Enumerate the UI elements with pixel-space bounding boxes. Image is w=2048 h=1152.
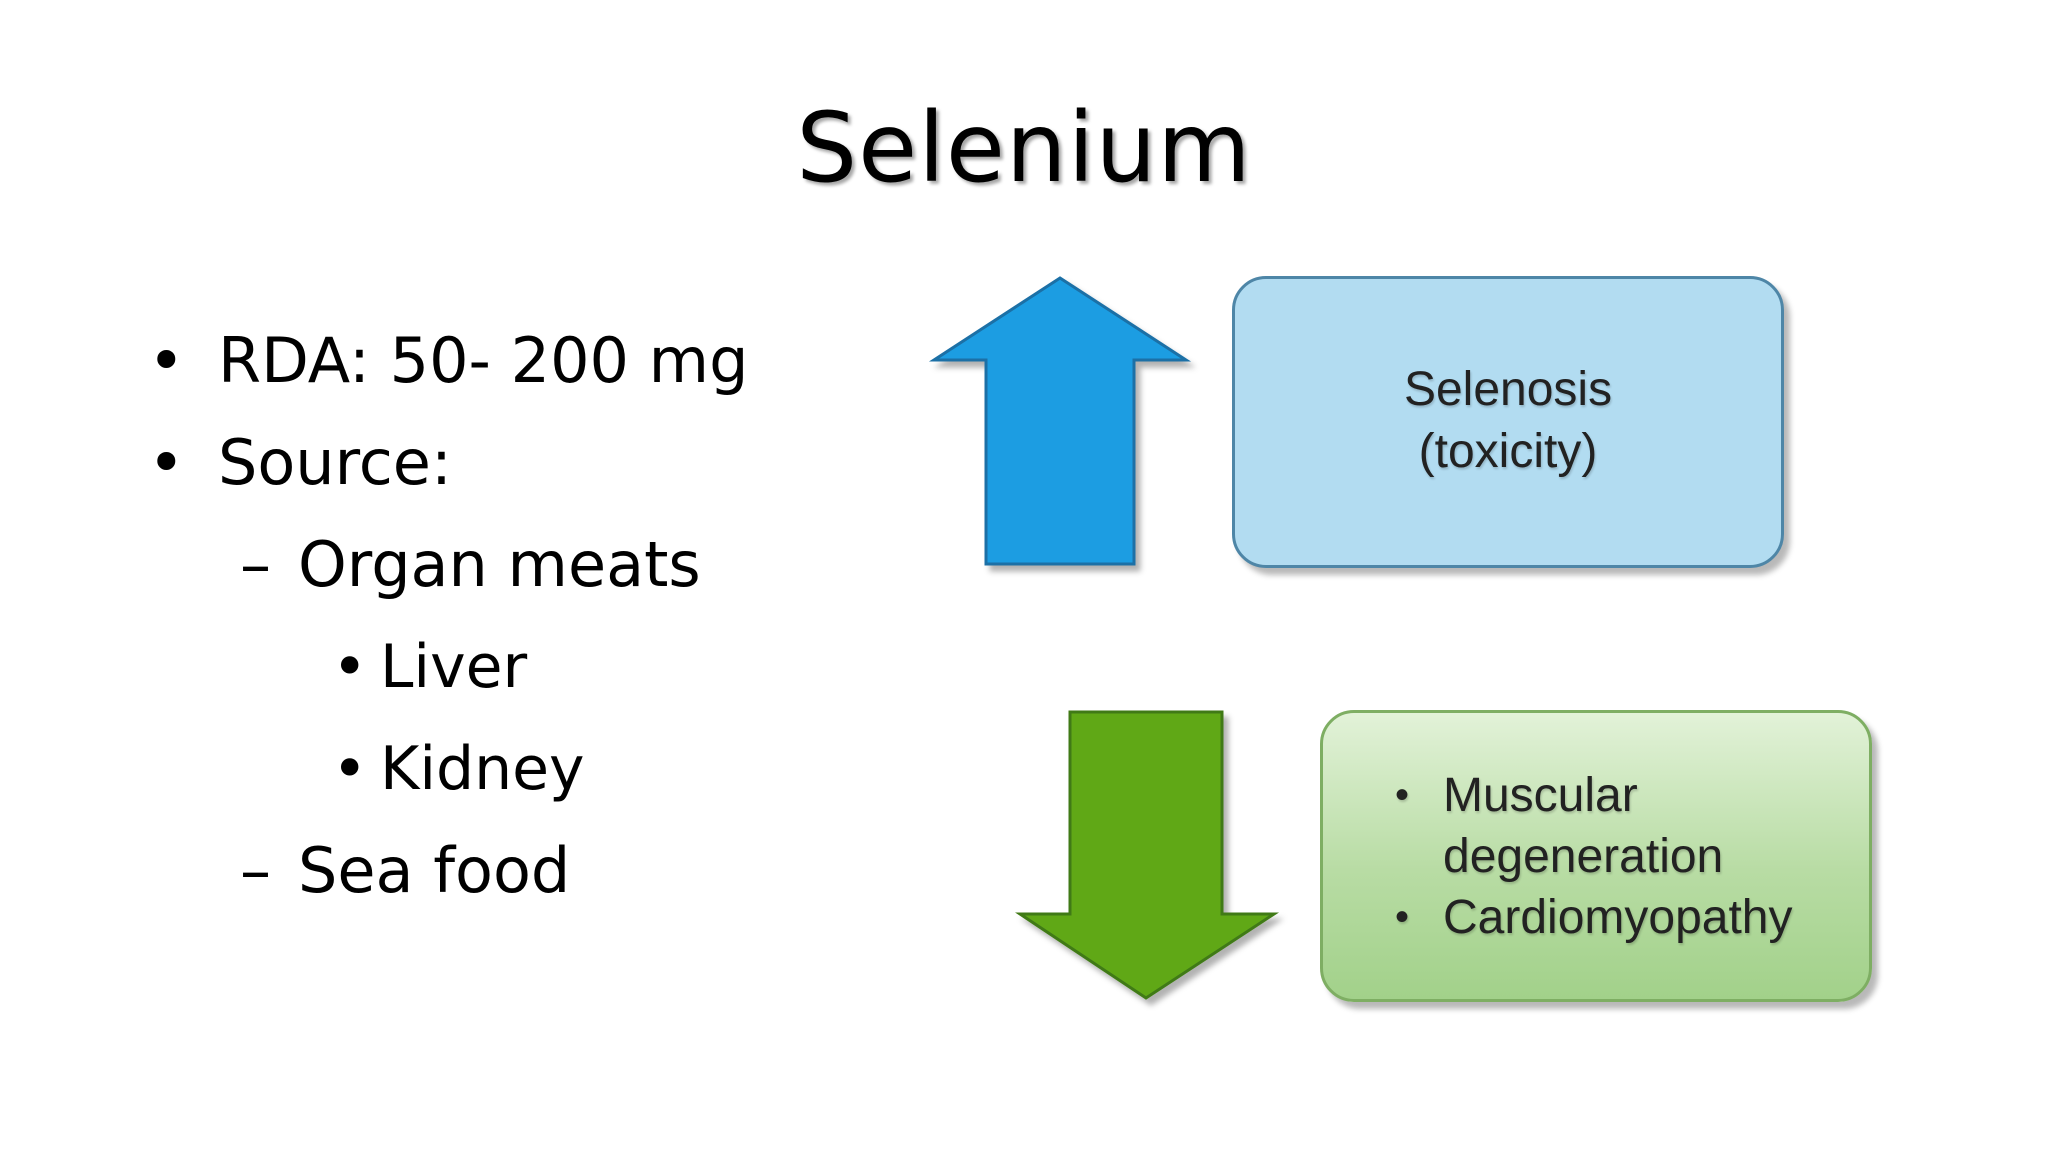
sub-bullet-sea-food: –Sea food: [240, 831, 570, 911]
bullet-item-source: • Source:: [148, 423, 452, 503]
bullet-marker: •: [332, 632, 368, 702]
bullet-dot: •: [1395, 895, 1410, 939]
muscular-label: Muscular: [1443, 769, 1638, 822]
bullet-item-rda: • RDA: 50- 200 mg: [148, 321, 748, 401]
slide-title: Selenium: [796, 92, 1252, 204]
bullet-marker: •: [148, 426, 185, 499]
sub-sub-bullet-liver: •Liver: [332, 627, 527, 707]
bullet-marker: •: [148, 324, 185, 397]
bullet-dot: •: [1395, 773, 1410, 817]
degeneration-label: degeneration: [1443, 830, 1724, 883]
bullet-text: Organ meats: [298, 528, 701, 601]
bullet-marker: •: [332, 734, 368, 804]
bullet-list: •RDA: 50- 200 mg •Source: –Organ meats •…: [0, 0, 900, 1152]
bullet-text: Sea food: [298, 834, 571, 907]
bullet-text: RDA: 50- 200 mg: [218, 324, 749, 397]
up-arrow-shape: [928, 276, 1192, 566]
down-arrow-icon: [1015, 710, 1280, 1000]
sub-bullet-organ-meats: –Organ meats: [240, 525, 701, 605]
cardiomyopathy-label: Cardiomyopathy: [1443, 891, 1793, 944]
bullet-text: Kidney: [380, 734, 585, 804]
up-arrow-icon: [928, 276, 1192, 566]
dash-marker: –: [240, 834, 271, 907]
toxicity-label: (toxicity): [1418, 425, 1598, 478]
deficiency-item-muscular: • Muscular degeneration: [1391, 765, 1793, 887]
selenosis-text: Selenosis (toxicity): [1235, 359, 1781, 483]
bullet-text: Source:: [218, 426, 452, 499]
dash-marker: –: [240, 528, 271, 601]
selenosis-label: Selenosis: [1403, 363, 1613, 416]
sub-sub-bullet-kidney: •Kidney: [332, 729, 585, 809]
selenosis-box: Selenosis (toxicity): [1232, 276, 1784, 568]
deficiency-list: • Muscular degeneration • Cardiomyopathy: [1391, 765, 1793, 948]
down-arrow-shape: [1015, 710, 1280, 1000]
deficiency-item-cardiomyopathy: • Cardiomyopathy: [1391, 887, 1793, 948]
deficiency-box: • Muscular degeneration • Cardiomyopathy: [1320, 710, 1872, 1002]
bullet-text: Liver: [380, 632, 528, 702]
